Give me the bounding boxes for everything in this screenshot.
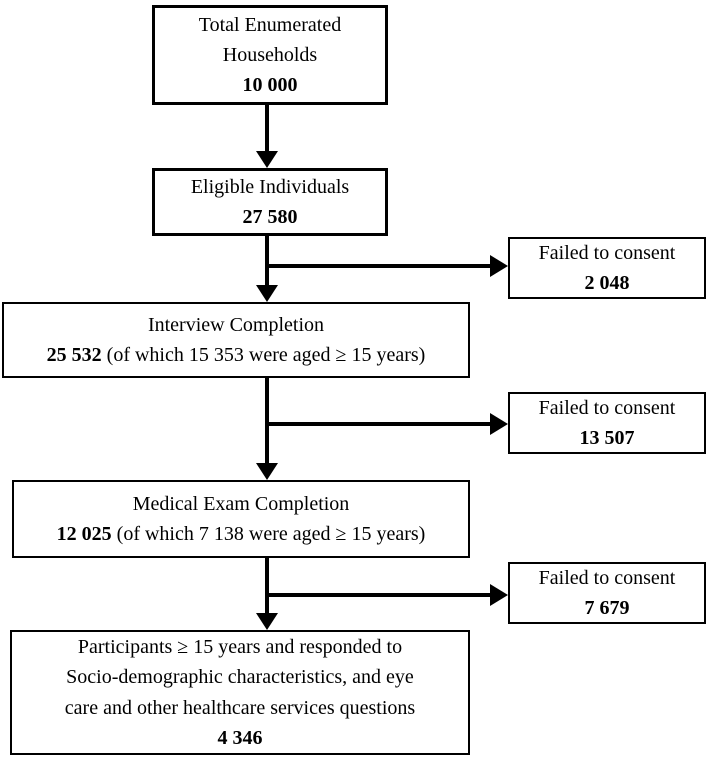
arrow-right-icon — [490, 413, 508, 435]
node-label-line: Failed to consent — [538, 567, 676, 589]
node-count-line: 25 532 (of which 15 353 were aged ≥ 15 y… — [47, 340, 426, 370]
node-eligible-individuals: Eligible Individuals 27 580 — [152, 168, 388, 236]
arrow-branch-to-failed1-shaft — [265, 264, 491, 268]
node-label-line: Socio-demographic characteristics, and e… — [66, 666, 414, 689]
arrow-households-to-eligible-shaft — [265, 105, 269, 155]
arrow-branch-to-failed2-shaft — [265, 422, 491, 426]
node-count: 12 025 — [56, 523, 112, 545]
node-count-detail: (of which 7 138 were aged ≥ 15 years) — [111, 523, 426, 545]
node-count: 2 048 — [584, 272, 630, 294]
node-failed-to-consent-3: Failed to consent 7 679 — [508, 562, 706, 624]
arrow-down-icon — [256, 613, 278, 630]
node-count: 4 346 — [217, 726, 263, 749]
node-label-line: Medical Exam Completion — [132, 493, 350, 515]
node-total-enumerated-households: Total Enumerated Households 10 000 — [152, 5, 388, 105]
arrow-branch-to-failed3-shaft — [265, 593, 491, 597]
arrow-down-icon — [256, 151, 278, 168]
node-count: 10 000 — [242, 74, 298, 96]
arrow-down-icon — [256, 285, 278, 302]
node-failed-to-consent-1: Failed to consent 2 048 — [508, 237, 706, 299]
node-count: 25 532 — [46, 344, 102, 366]
node-label-line: care and other healthcare services quest… — [64, 696, 416, 719]
node-count: 13 507 — [579, 427, 635, 449]
arrow-right-icon — [490, 255, 508, 277]
arrow-eligible-to-interview-shaft — [265, 236, 269, 288]
node-label-line: Interview Completion — [147, 314, 325, 336]
node-label-line: Households — [222, 44, 318, 66]
node-label-line: Participants ≥ 15 years and responded to — [77, 635, 403, 658]
node-label-line: Failed to consent — [538, 397, 676, 419]
node-failed-to-consent-2: Failed to consent 13 507 — [508, 392, 706, 454]
arrow-right-icon — [490, 584, 508, 606]
node-count: 27 580 — [242, 206, 298, 228]
node-count-detail: (of which 15 353 were aged ≥ 15 years) — [101, 344, 426, 366]
node-label-line: Failed to consent — [538, 242, 676, 264]
arrow-down-icon — [256, 463, 278, 480]
node-interview-completion: Interview Completion 25 532 (of which 15… — [2, 302, 470, 378]
node-label-line: Total Enumerated — [198, 14, 342, 36]
node-count-line: 12 025 (of which 7 138 were aged ≥ 15 ye… — [57, 519, 426, 549]
arrow-interview-to-medical-shaft — [265, 378, 269, 465]
arrow-medical-to-participants-shaft — [265, 558, 269, 615]
node-label-line: Eligible Individuals — [190, 176, 350, 198]
node-count: 7 679 — [584, 597, 630, 619]
node-participants-responded: Participants ≥ 15 years and responded to… — [10, 630, 470, 755]
node-medical-exam-completion: Medical Exam Completion 12 025 (of which… — [12, 480, 470, 558]
